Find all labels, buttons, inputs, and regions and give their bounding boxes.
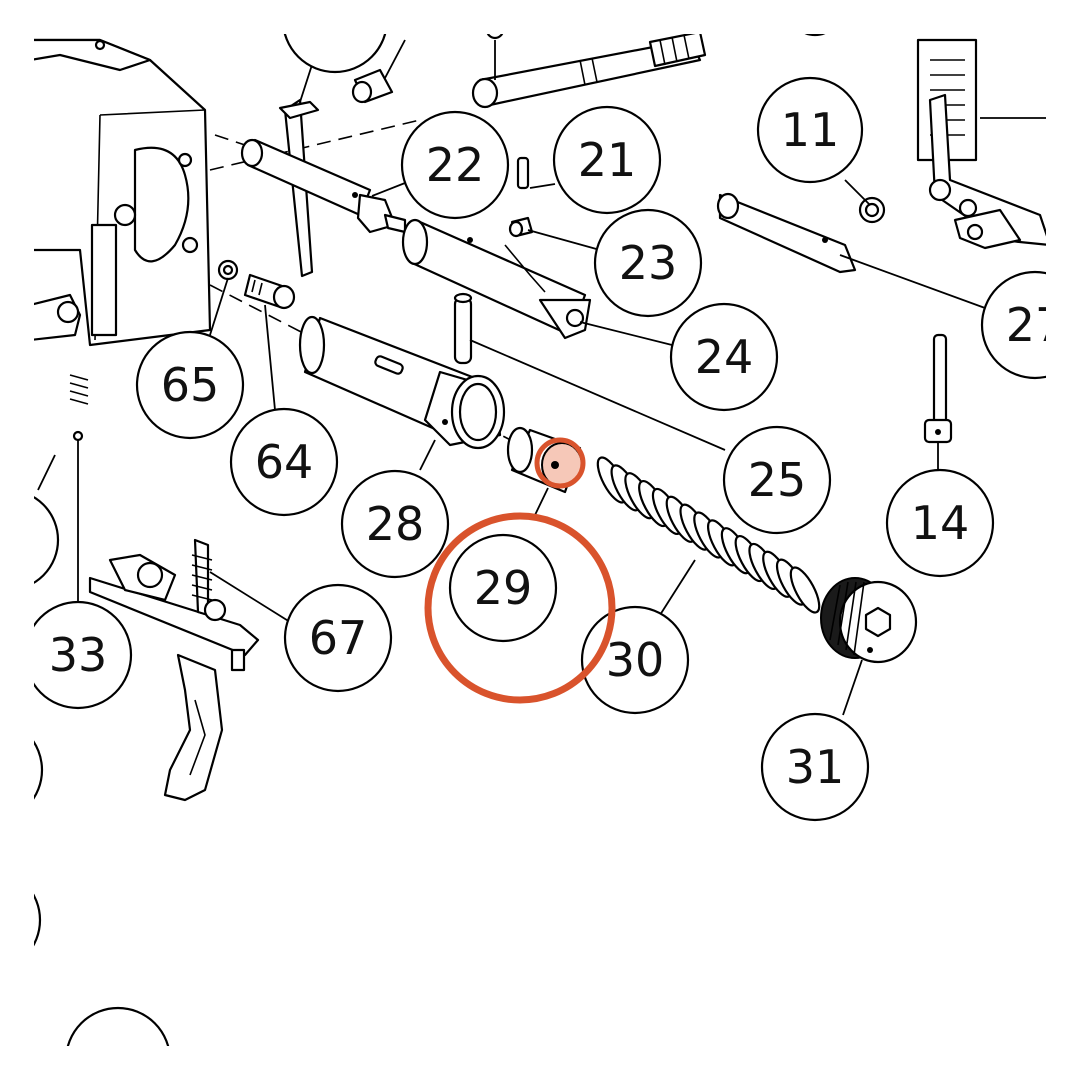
roller-11 [858, 196, 886, 224]
pin-21 [516, 156, 530, 190]
callout-64[interactable]: 64 [229, 407, 339, 517]
pin-25 [453, 292, 473, 365]
callout-65[interactable]: 65 [135, 330, 245, 440]
highlight-big-ring [424, 512, 616, 704]
svg-text:21: 21 [578, 133, 637, 187]
callout-25[interactable]: 25 [722, 425, 832, 535]
upper-right-mechanism [916, 38, 1046, 250]
svg-text:23: 23 [619, 236, 678, 290]
housing-28 [298, 315, 506, 450]
spring-coil [789, 566, 821, 614]
svg-text:25: 25 [748, 453, 807, 507]
svg-text:22: 22 [426, 138, 485, 192]
highlight-small-ring [534, 437, 586, 489]
callout-28[interactable]: 28 [340, 469, 450, 579]
top-pin-assembly [471, 34, 707, 109]
callout-33[interactable]: 33 [23, 600, 133, 710]
callout-14[interactable]: 14 [885, 468, 995, 578]
washer-65 [217, 259, 239, 281]
rod-22 [240, 138, 407, 234]
detent-piece [351, 39, 406, 104]
svg-text:30: 30 [606, 633, 665, 687]
svg-text:14: 14 [911, 496, 970, 550]
svg-text:33: 33 [49, 628, 108, 682]
callout-67[interactable]: 67 [283, 583, 393, 693]
link-27 [716, 192, 857, 274]
callout-31[interactable]: 31 [760, 712, 870, 822]
spring-30 [596, 456, 821, 614]
svg-text:11: 11 [781, 103, 840, 157]
svg-text:67: 67 [309, 611, 368, 665]
leader-lines [37, 179, 986, 716]
cylinder-24 [401, 218, 592, 340]
callouts: 11 21 22 23 24 25 14 65 64 28 30 29 31 6… [23, 76, 1080, 822]
svg-text:64: 64 [255, 435, 314, 489]
spring-33 [69, 374, 89, 442]
svg-text:28: 28 [366, 497, 425, 551]
trigger-group-67 [88, 538, 260, 802]
pin-14 [923, 333, 953, 444]
svg-text:24: 24 [695, 330, 754, 384]
svg-text:31: 31 [786, 740, 845, 794]
highlight-annotation [424, 437, 616, 704]
callout-21[interactable]: 21 [552, 105, 662, 215]
svg-text:29: 29 [474, 561, 533, 615]
callout-24[interactable]: 24 [669, 302, 779, 412]
receiver-frame [34, 38, 212, 347]
callout-23[interactable]: 23 [593, 208, 703, 318]
svg-text:65: 65 [161, 358, 220, 412]
bushing-23 [508, 216, 534, 238]
callout-22[interactable]: 22 [400, 110, 510, 220]
bushing-64 [243, 273, 296, 310]
callout-11[interactable]: 11 [756, 76, 864, 184]
callout-29[interactable]: 29 [448, 533, 558, 643]
cap-31 [820, 577, 918, 664]
